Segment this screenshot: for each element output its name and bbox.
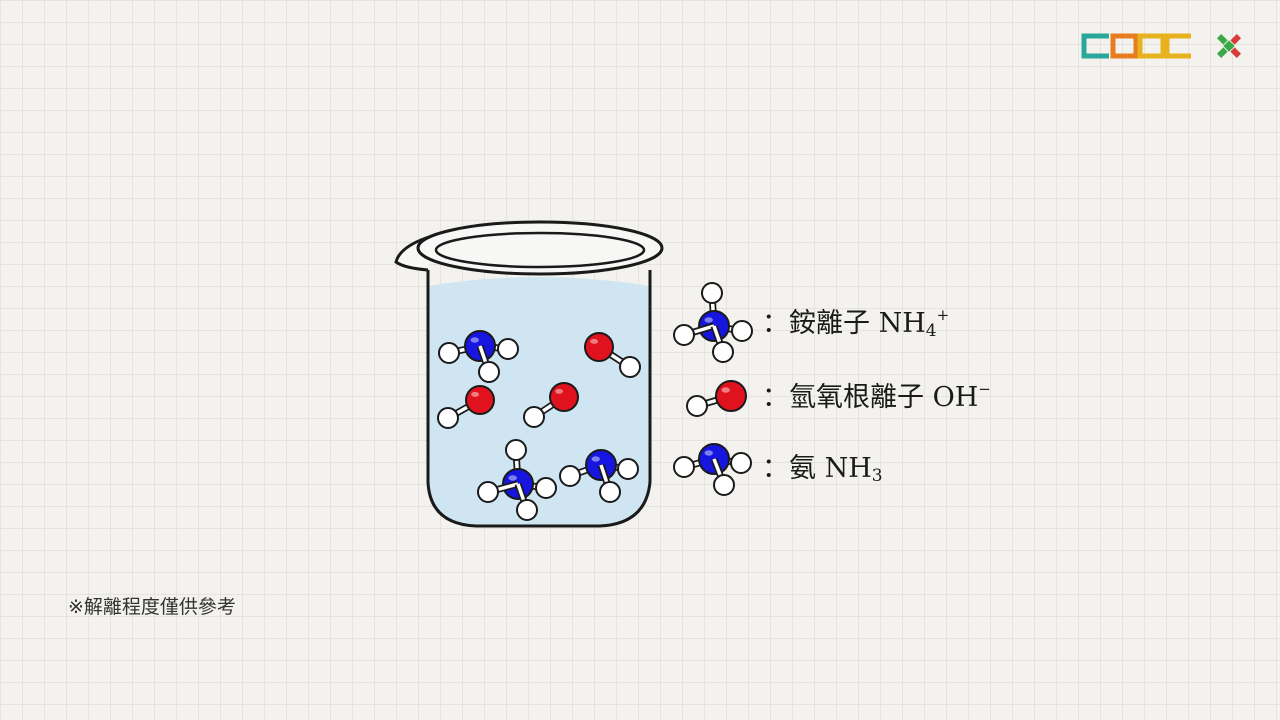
oxygen-atom — [715, 380, 747, 412]
hydrogen-atom — [505, 439, 527, 461]
oxygen-atom — [584, 332, 614, 362]
hydroxide-ion — [523, 382, 579, 428]
hydroxide-ion — [584, 332, 641, 378]
oxygen-atom — [465, 385, 495, 415]
hydrogen-atom — [673, 324, 695, 346]
ammonia-molecule — [559, 449, 639, 503]
beaker-rim-inner — [434, 231, 646, 269]
ammonium-ion — [477, 439, 557, 521]
footnote: ※解離程度僅供參考 — [68, 596, 236, 618]
hydrogen-atom — [730, 452, 752, 474]
beaker-body — [426, 270, 652, 528]
cross-mark-icon — [1216, 33, 1242, 59]
legend-ammonium-icon — [673, 282, 753, 363]
hydrogen-atom — [497, 338, 519, 360]
hydrogen-atom — [599, 481, 621, 503]
legend-hydroxide-icon — [686, 380, 747, 417]
legend-label-ammonium: ：銨離子 NH4+ — [762, 306, 950, 341]
hydrogen-atom — [516, 499, 538, 521]
hydrogen-atom — [437, 407, 459, 429]
hydroxide-ion — [437, 385, 495, 429]
ammonia-molecule — [438, 330, 519, 383]
hydrogen-atom — [477, 481, 499, 503]
hydrogen-atom — [559, 465, 581, 487]
hydrogen-atom — [673, 456, 695, 478]
hydrogen-atom — [438, 342, 460, 364]
hydrogen-atom — [712, 341, 734, 363]
hydrogen-atom — [535, 477, 557, 499]
legend-label-ammonia: ：氨 NH3 — [762, 453, 883, 486]
hydrogen-atom — [619, 356, 641, 378]
hydrogen-atom — [686, 395, 708, 417]
hydrogen-atom — [713, 474, 735, 496]
legend-ammonia-icon — [673, 443, 752, 496]
cooc-logo-icon — [1081, 33, 1191, 59]
oxygen-atom — [549, 382, 579, 412]
hydrogen-atom — [478, 361, 500, 383]
legend-label-hydroxide: ：氫氧根離子 OH− — [762, 380, 991, 413]
molecules-layer — [437, 282, 753, 521]
hydrogen-atom — [617, 458, 639, 480]
hydrogen-atom — [731, 320, 753, 342]
hydrogen-atom — [701, 282, 723, 304]
hydrogen-atom — [523, 406, 545, 428]
